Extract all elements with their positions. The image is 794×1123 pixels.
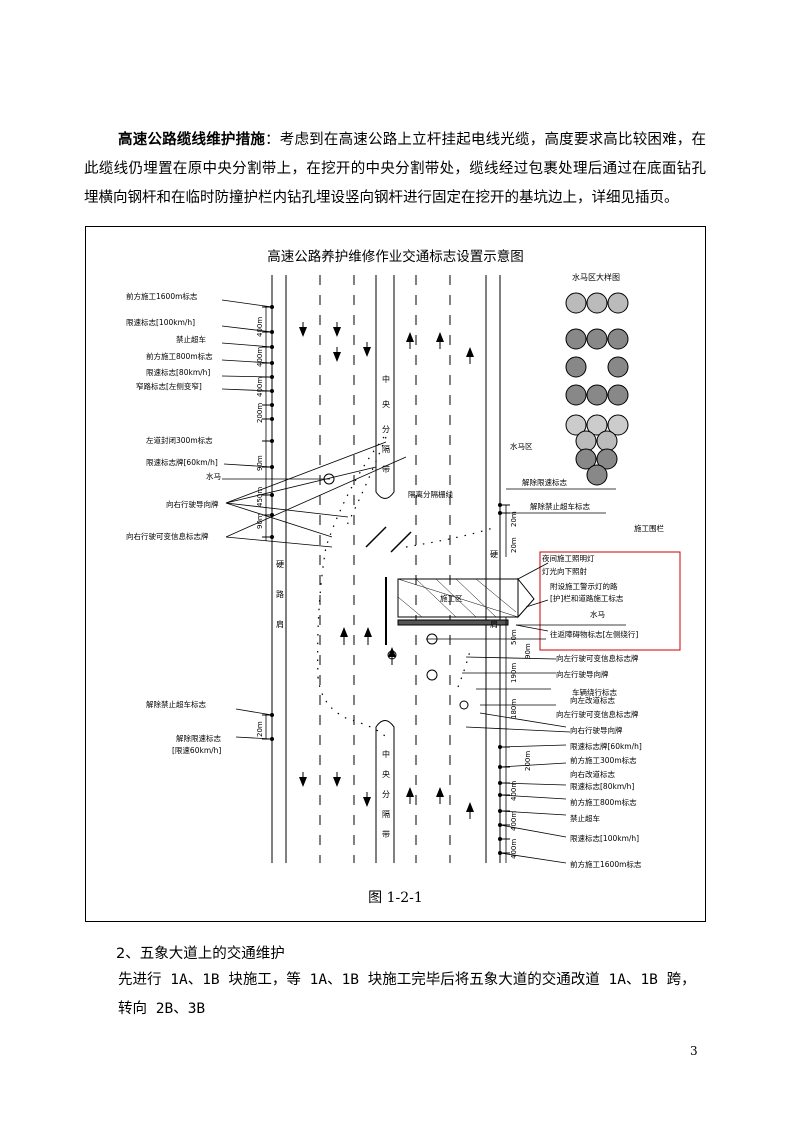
median-bottom-1: 中 bbox=[382, 749, 390, 759]
left-label-12: 解除禁止超车标志 bbox=[146, 699, 206, 709]
shoulder-right-3: 肩 bbox=[490, 619, 498, 629]
shoulder-right-1: 硬 bbox=[490, 550, 498, 559]
dim-left-4: 200m bbox=[256, 403, 264, 423]
right-label-21: 限速标志[100km/h] bbox=[570, 833, 639, 843]
median-top-1: 中 bbox=[382, 374, 390, 384]
right-label-10: 向左行驶导向牌 bbox=[556, 669, 609, 679]
right-label-11: 车辆绕行标志 bbox=[572, 687, 617, 697]
right-label-20: 禁止超车 bbox=[570, 813, 600, 823]
median-top-3: 分 bbox=[382, 425, 390, 434]
legend-title: 水马区大样图 bbox=[572, 272, 620, 282]
right-label-13: 向左行驶可变信息标志牌 bbox=[556, 709, 639, 719]
left-label-6: 窄路标志[左侧变窄] bbox=[136, 381, 202, 391]
dim-right-7: 200m bbox=[524, 751, 532, 771]
label-water-zone: 水马区 bbox=[510, 441, 533, 451]
road-diagram: 水马区大样图 前方施工1600m标志 限速标志[100km/h] 禁止超车 前方… bbox=[126, 272, 681, 869]
right-label-15: 限速标志牌[60km/h] bbox=[570, 741, 642, 751]
right-label-1: 解除限速标志 bbox=[522, 477, 567, 487]
right-label-9: 向左行驶可变信息标志牌 bbox=[556, 653, 639, 663]
median-top-2: 央 bbox=[382, 399, 390, 409]
dim-right-2: 20m bbox=[510, 537, 518, 553]
dim-right-8: 400m bbox=[510, 781, 518, 801]
shoulder-left-1: 硬 bbox=[276, 560, 284, 569]
shoulder-left-3: 肩 bbox=[276, 619, 284, 629]
median-bottom-4: 隔 bbox=[382, 810, 390, 819]
dim-left-6: 450m bbox=[256, 487, 264, 507]
figure-caption: 图 1-2-1 bbox=[368, 890, 423, 906]
left-label-5: 限速标志[80km/h] bbox=[146, 367, 210, 377]
right-label-17: 向右改道标志 bbox=[570, 769, 615, 779]
right-label-4: 灯光向下照射 bbox=[542, 566, 587, 576]
dim-left-2: 400m bbox=[256, 347, 264, 367]
figure-title: 高速公路养护维修作业交通标志设置示意图 bbox=[267, 249, 524, 265]
intro-body: ：考虑到在高速公路上立杆挂起电线光缆，高度要求高比较困难，在此缆线仍埋置在原中央… bbox=[84, 132, 707, 206]
dim-right-5: 180m bbox=[510, 699, 518, 719]
right-label-6: [护]栏和道路施工标志 bbox=[550, 593, 624, 603]
dim-left-3: 400m bbox=[256, 377, 264, 397]
median-bottom-2: 央 bbox=[382, 769, 390, 779]
left-label-4: 前方施工800m标志 bbox=[146, 351, 213, 361]
dim-right-6: 90m bbox=[524, 643, 532, 659]
left-label-9: 水马 bbox=[206, 471, 221, 481]
right-label-12: 向左改道标志 bbox=[570, 695, 615, 705]
left-label-11: 向右行驶可变信息标志牌 bbox=[126, 531, 209, 541]
left-label-10: 向右行驶导向牌 bbox=[166, 499, 219, 509]
left-label-14: [限速60km/h] bbox=[172, 746, 221, 755]
right-label-14: 向右行驶导向牌 bbox=[570, 725, 623, 735]
label-work-fence: 施工围栏 bbox=[634, 523, 664, 533]
median-top-4: 隔 bbox=[382, 445, 390, 454]
dim-right-9: 400m bbox=[510, 811, 518, 831]
intro-paragraph: 高速公路缆线维护措施：考虑到在高速公路上立杆挂起电线光缆，高度要求高比较困难，在… bbox=[84, 126, 706, 213]
right-label-3: 夜间施工照明灯 bbox=[542, 553, 595, 563]
right-label-8: 往返障碍物标志[左侧绕行] bbox=[550, 629, 638, 639]
right-label-2: 解除禁止超车标志 bbox=[530, 501, 590, 511]
right-label-5: 附设施工警示灯的路 bbox=[550, 581, 618, 591]
left-label-1: 前方施工1600m标志 bbox=[126, 291, 198, 301]
left-label-2: 限速标志[100km/h] bbox=[126, 317, 195, 327]
section-heading: 2、五象大道上的交通维护 bbox=[116, 946, 285, 962]
section-text: 先进行 1A、1B 块施工，等 1A、1B 块施工完毕后将五象大道的交通改道 1… bbox=[118, 972, 696, 1017]
page-number: 3 bbox=[690, 1044, 698, 1058]
dim-right-1: 20m bbox=[510, 511, 518, 527]
shoulder-left-2: 路 bbox=[276, 589, 284, 599]
right-label-16: 前方施工300m标志 bbox=[570, 755, 637, 765]
dim-left-1: 400m bbox=[256, 317, 264, 337]
left-label-3: 禁止超车 bbox=[176, 334, 206, 344]
dim-right-10: 400m bbox=[510, 839, 518, 859]
median-bottom-5: 带 bbox=[382, 830, 390, 839]
intro-lead: 高速公路缆线维护措施 bbox=[118, 132, 266, 148]
left-label-7: 左道封闭300m标志 bbox=[146, 435, 213, 445]
dim-left-5: 90m bbox=[256, 455, 264, 471]
dim-right-3: 50m bbox=[510, 629, 518, 645]
right-label-7: 水马 bbox=[590, 609, 605, 619]
left-label-13: 解除限速标志 bbox=[176, 733, 221, 743]
dim-left-7: 90m bbox=[256, 513, 264, 529]
traffic-sign-figure: 高速公路养护维修作业交通标志设置示意图 bbox=[85, 226, 706, 922]
left-label-8: 限速标志牌[60km/h] bbox=[146, 457, 218, 467]
dim-left-8: 20m bbox=[256, 721, 264, 737]
median-bottom-3: 分 bbox=[382, 790, 390, 799]
label-open-line: 隔离分隔栅线 bbox=[408, 489, 453, 499]
median-top-5: 带 bbox=[382, 465, 390, 474]
right-label-22: 前方施工1600m标志 bbox=[570, 859, 642, 869]
dim-right-4: 190m bbox=[510, 663, 518, 683]
label-work-area: 施工区 bbox=[440, 593, 463, 603]
right-label-19: 前方施工800m标志 bbox=[570, 797, 637, 807]
right-label-18: 限速标志[80km/h] bbox=[570, 781, 634, 791]
